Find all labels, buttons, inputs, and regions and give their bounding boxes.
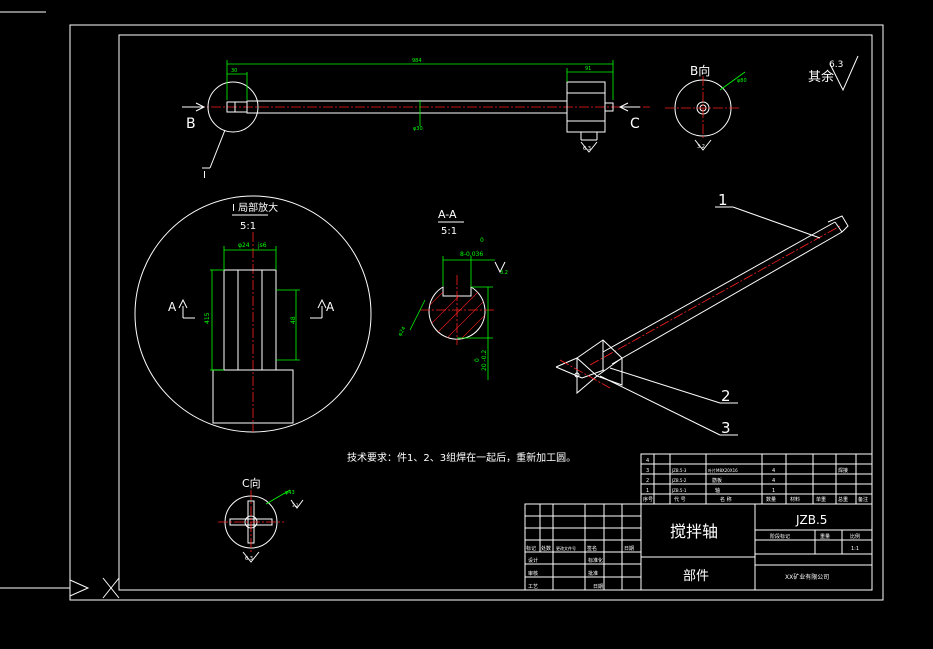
section-title: A-A [438,208,457,221]
bom-row-1: 1 JZB.5-1 轴 1 [646,487,775,494]
part-type: 部件 [683,569,709,584]
balloon-1: 1 [718,191,728,209]
drawing-number: JZB.5 [795,513,827,527]
svg-text:2: 2 [646,478,649,484]
bom-row-4: 4 [646,458,649,464]
tb-scale-value: 1:1 [851,546,859,552]
dim-right-end: 91 [585,66,591,72]
dim-len-415: 415 [204,312,211,324]
svg-text:代 号: 代 号 [674,496,686,503]
svg-text:3: 3 [646,468,649,474]
bom-row-2: 2 JZB.5-2 筋板 4 [646,477,775,484]
dim-overall-length: 984 [412,58,422,64]
detail-title: I 局部放大 [232,201,278,214]
dim-len-48: 48 [290,316,297,324]
detail-marker-label: I [203,170,206,181]
svg-text:签名: 签名 [587,545,597,552]
svg-text:标记: 标记 [526,545,536,552]
svg-text:JZB.5-1: JZB.5-1 [671,488,687,493]
dim-shaft-dia: φ30 [413,126,423,132]
svg-text:序号: 序号 [643,496,653,503]
tb-process: 工艺 [528,584,538,590]
roughness-a: 6.3 [583,146,591,152]
roughness-b: 3.2 [697,144,705,150]
tb-date: 日期 [593,584,603,590]
svg-text:名 称: 名 称 [720,496,732,503]
svg-text:总重: 总重 [838,496,848,503]
section-arrow-a-left: A [168,300,177,314]
tb-weight-label: 重量 [820,533,830,540]
svg-text:JZB.5-3: JZB.5-3 [671,468,687,473]
dim-key-dia: φ24 [238,242,250,249]
sheet-border [69,24,884,601]
b-view-title: B向 [690,63,710,78]
dim-sec-depth0: 0 [474,358,481,362]
roughness-note: 其余 6.3 [808,55,859,92]
roughness-note-value: 6.3 [829,60,843,70]
svg-text:处数: 处数 [541,545,551,552]
drawing-frame [118,34,873,591]
dim-left-end: 30 [231,68,237,74]
balloon-2: 2 [721,387,731,405]
roughness-c: 3.2 [500,270,508,276]
bom-header: 序号 代 号 名 称 数量 材料 单重 总重 备注 [643,496,868,503]
bom-row-3: 3 JZB.5-3 叶片M8X20X16 4 焊接 [646,467,848,474]
b-view: B向 φ80 3.2 [665,63,747,151]
title-block: 标记 处数 更改文件号 签名 日期 设计 标准化 审核 工艺 批准 日期 搅拌轴… [524,503,873,591]
svg-text:筋板: 筋板 [712,477,722,484]
c-view-title: C向 [242,476,261,490]
section-aa-view: A-A 5:1 0 8-0.036 3.2 0 20 -0.2 [397,208,508,380]
tb-check: 审核 [528,570,538,577]
company-name: XX矿业有限公司 [785,573,829,581]
tb-approve: 批准 [588,570,598,577]
svg-text:叶片M8X20X16: 叶片M8X20X16 [708,467,738,473]
svg-text:1: 1 [646,488,649,494]
dim-b-dia: φ80 [737,78,747,84]
part-name: 搅拌轴 [670,522,718,541]
tb-stage-label: 阶段标记 [770,533,790,540]
svg-text:单重: 单重 [816,496,826,503]
roughness-d: 6.3 [245,556,253,562]
tb-design: 设计 [528,557,538,564]
tb-standard: 标准化 [588,557,603,564]
svg-text:1: 1 [772,488,775,494]
view-arrow-c-label: C [630,116,640,132]
svg-text:轴: 轴 [715,487,720,494]
triangle-arrow-icon [69,579,90,597]
detail-view: I 局部放大 5:1 φ24 js6 415 48 A A [134,195,372,433]
svg-text:JZB.5-2: JZB.5-2 [671,478,687,483]
svg-text:更改文件号: 更改文件号 [556,545,576,551]
svg-text:4: 4 [772,468,775,474]
section-arrow-a-right: A [326,300,335,314]
svg-text:4: 4 [772,478,775,484]
roughness-e: 3.2 [292,503,299,508]
dim-key-tol: js6 [257,242,267,249]
dim-sec-dia: φ24 [397,326,407,337]
svg-text:焊接: 焊接 [838,467,848,474]
main-shaft-view: φ30 984 30 91 B C I 6.3 [182,58,650,181]
dim-sec-w0: 0 [480,237,484,244]
balloon-3: 3 [721,419,731,437]
dim-c-dia: φ43 [285,490,295,496]
section-scale: 5:1 [441,226,457,237]
dim-sec-width: 8-0.036 [460,251,483,258]
dim-sec-depth: 20 -0.2 [481,350,488,371]
svg-text:材料: 材料 [790,496,800,503]
revision-labels: 标记 处数 更改文件号 签名 日期 [526,545,634,552]
tb-scale-label: 比例 [850,533,860,540]
c-view: C向 φ43 6.3 3.2 [218,476,304,563]
svg-text:日期: 日期 [624,546,634,552]
roughness-note-text: 其余 [808,69,834,85]
svg-text:备注: 备注 [858,496,868,503]
bom-table: 4 3 JZB.5-3 叶片M8X20X16 4 焊接 2 JZB.5-2 筋板… [640,453,873,505]
svg-text:数量: 数量 [766,496,776,503]
detail-scale: 5:1 [240,221,256,232]
svg-text:4: 4 [646,458,649,464]
technical-requirements: 技术要求：件1、2、3组焊在一起后，重新加工圆。 [347,451,576,464]
view-arrow-b-label: B [186,116,196,132]
isometric-view: 1 2 3 [555,191,849,437]
